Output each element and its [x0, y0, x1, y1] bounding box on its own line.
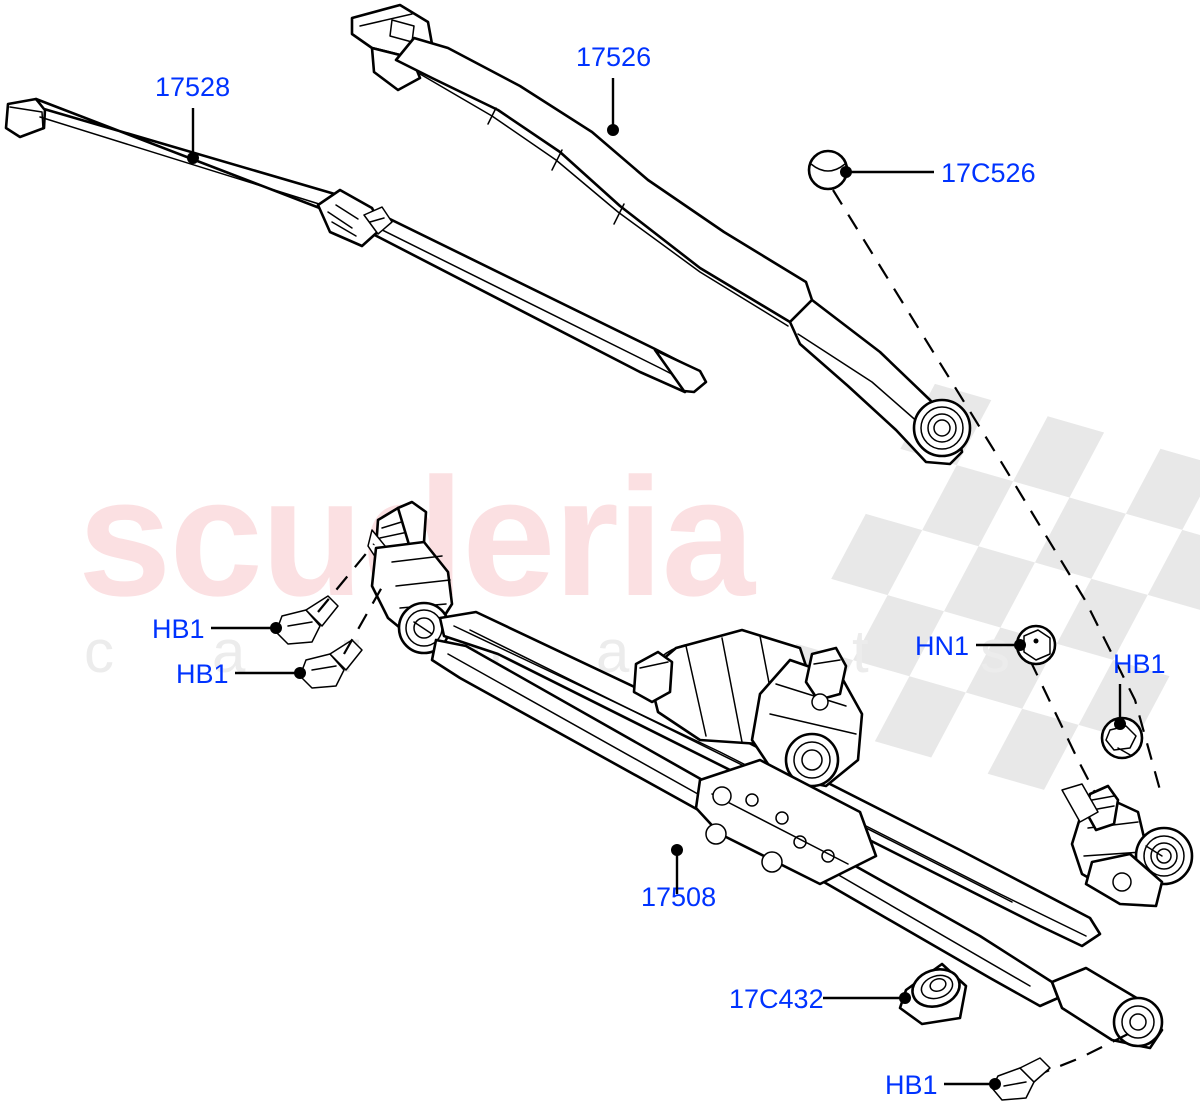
- callout-17526[interactable]: 17526: [576, 42, 651, 136]
- label-HB1-bottom-text: HB1: [885, 1070, 938, 1100]
- assembly-axis-line-left-2: [343, 579, 387, 655]
- part-screw-HB1-bottom: [991, 1057, 1051, 1101]
- label-HB1-lower-left-text: HB1: [176, 659, 229, 689]
- watermark-tagline-letter: c: [84, 618, 176, 685]
- leader-dot-HB1-lower-left: [294, 667, 306, 679]
- label-17528-text: 17528: [155, 72, 230, 102]
- label-HB1-right-text: HB1: [1113, 649, 1166, 679]
- watermark-tagline-letter: t: [852, 618, 931, 685]
- leader-dot-HN1: [1014, 639, 1026, 651]
- callout-17C432[interactable]: 17C432: [729, 984, 911, 1014]
- part-wiper-blade-17528: [4, 97, 708, 394]
- callout-HB1-bottom[interactable]: HB1: [885, 1070, 1001, 1100]
- callout-17528[interactable]: 17528: [155, 72, 230, 164]
- label-17508-text: 17508: [641, 882, 716, 912]
- callout-17508[interactable]: 17508: [641, 844, 716, 912]
- leader-dot-17528: [187, 152, 199, 164]
- leader-dot-17526: [607, 124, 619, 136]
- assembly-axis-line-left: [317, 543, 375, 613]
- label-HB1-upper-left-text: HB1: [152, 614, 205, 644]
- callout-HB1-right[interactable]: HB1: [1113, 649, 1166, 730]
- label-HN1-text: HN1: [915, 631, 969, 661]
- part-nut-HN1: [1015, 624, 1057, 666]
- callout-17C526[interactable]: 17C526: [840, 158, 1036, 188]
- label-17C432-text: 17C432: [729, 984, 824, 1014]
- assembly-axis-line-right: [832, 189, 1162, 791]
- label-17C526-text: 17C526: [941, 158, 1036, 188]
- part-screw-HB1-right: [1100, 716, 1144, 760]
- leader-dot-HB1-bottom: [989, 1078, 1001, 1090]
- watermark-tagline-letter: s: [980, 618, 1072, 685]
- part-motor-linkage-assembly-17508: [367, 500, 1194, 1050]
- callout-HN1[interactable]: HN1: [915, 631, 1026, 661]
- leader-dot-HB1-right: [1114, 718, 1126, 730]
- part-wiper-arm-17526: [350, 3, 972, 466]
- leader-dot-HB1-upper-left: [270, 622, 282, 634]
- leader-dot-17508: [671, 844, 683, 856]
- label-17526-text: 17526: [576, 42, 651, 72]
- part-grommet-17C432: [898, 962, 968, 1026]
- part-screw-HB1-lower-left: [299, 639, 363, 689]
- leader-dot-17C432: [899, 992, 911, 1004]
- part-screw-HB1-upper-left: [275, 595, 339, 645]
- part-pivot-cap-17C526: [807, 149, 849, 191]
- leader-dot-17C526: [840, 166, 852, 178]
- callout-HB1-upper-left[interactable]: HB1: [152, 614, 282, 644]
- callout-HB1-lower-left[interactable]: HB1: [176, 659, 306, 689]
